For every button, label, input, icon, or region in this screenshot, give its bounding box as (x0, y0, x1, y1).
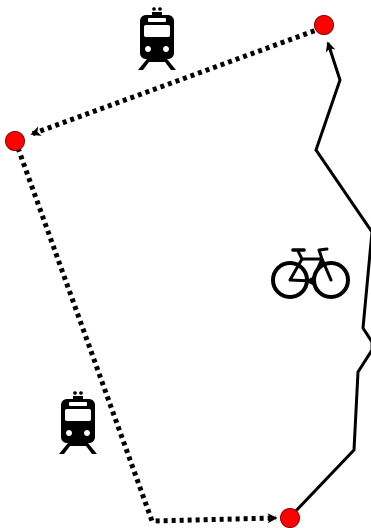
node-bottom (280, 508, 300, 528)
bicycle-icon (271, 247, 350, 299)
route-train-top (30, 25, 323, 137)
route-bike (290, 41, 371, 517)
node-top-right (314, 15, 334, 35)
train-icon (138, 7, 176, 70)
route-train-left (15, 147, 278, 524)
train-icon (59, 391, 97, 454)
node-left (5, 131, 25, 151)
